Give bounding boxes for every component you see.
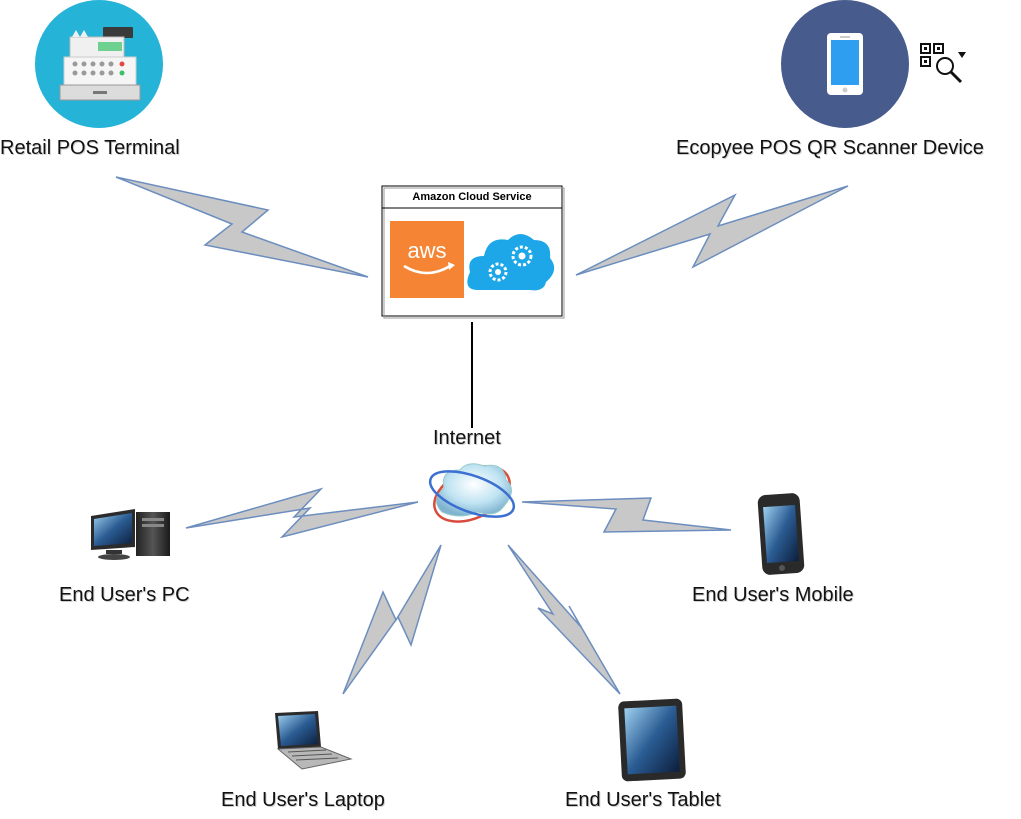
internet-cloud-icon[interactable]: [424, 455, 519, 532]
cash-register-icon[interactable]: [35, 0, 163, 128]
internet-label: Internet: [433, 427, 501, 449]
laptop-icon[interactable]: [275, 711, 353, 770]
smartphone-icon[interactable]: [781, 0, 909, 128]
mobile-phone-icon[interactable]: [757, 493, 805, 576]
connection-pos-to-cloud: [115, 176, 369, 278]
aws-logo-icon: aws: [390, 221, 464, 298]
cloud-service-title: Amazon Cloud Service: [412, 191, 532, 203]
qr-scanner-label: Ecopyee POS QR Scanner Device: [676, 137, 984, 159]
qr-scan-icon: [920, 43, 966, 84]
mobile-label: End User's Mobile: [692, 584, 854, 606]
connection-internet-to-mobile: [521, 497, 732, 533]
pc-label: End User's PC: [59, 584, 190, 606]
cloud-gears-icon: [467, 234, 555, 291]
laptop-label: End User's Laptop: [221, 789, 385, 811]
connection-internet-to-pc: [185, 487, 419, 539]
retail-pos-label: Retail POS Terminal: [0, 137, 180, 159]
tablet-icon[interactable]: [618, 698, 686, 782]
connection-internet-to-tablet: [507, 544, 621, 695]
connection-internet-to-laptop: [342, 544, 442, 695]
connection-scanner-to-cloud: [575, 185, 849, 276]
desktop-pc-icon[interactable]: [91, 509, 170, 560]
tablet-label: End User's Tablet: [565, 789, 721, 811]
aws-logo-text: aws: [407, 238, 446, 263]
